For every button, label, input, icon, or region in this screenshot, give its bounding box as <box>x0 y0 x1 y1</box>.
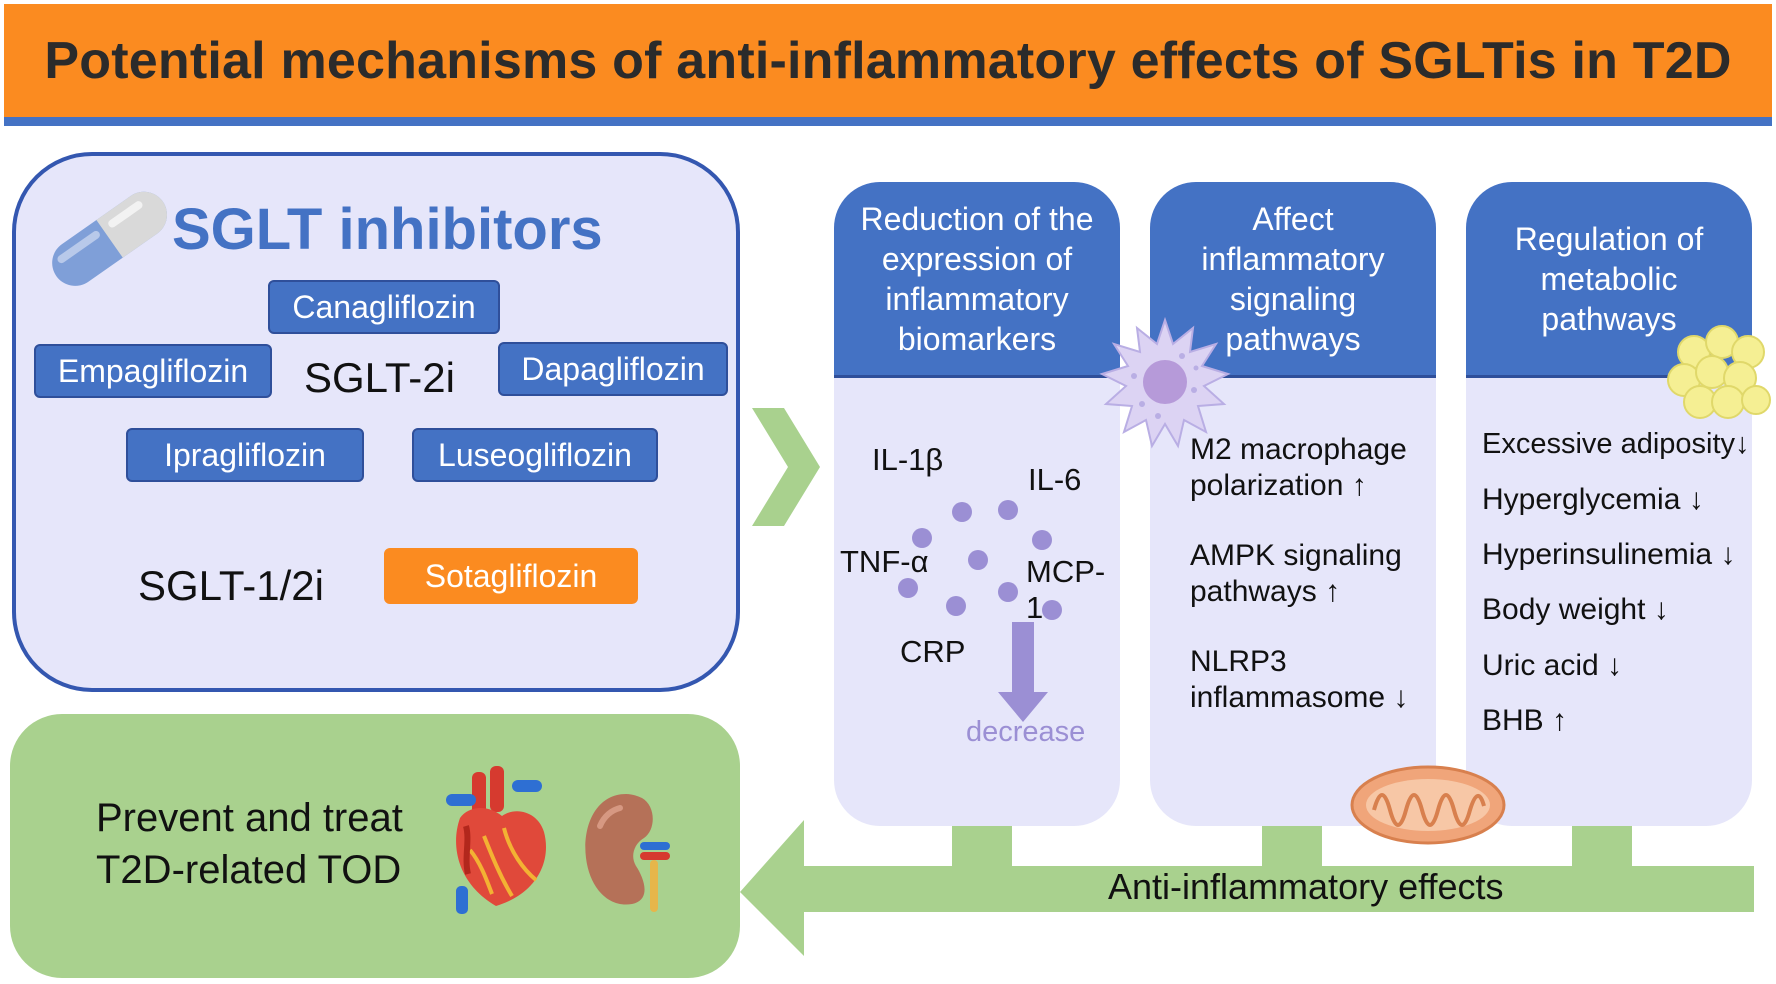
header-line: inflammatory <box>1201 240 1385 277</box>
macrophage-icon <box>1099 316 1231 449</box>
biomarker-molecules <box>898 500 1062 722</box>
metabolic-item: BHB ↑ <box>1482 703 1567 739</box>
down-arrow-icon: ↓ <box>1607 649 1623 682</box>
sglt2i-label: SGLT-2i <box>304 354 455 401</box>
header-line: expression of <box>881 240 1073 277</box>
anti-inflammatory-arrow <box>740 820 1754 956</box>
outcome-line-1: Prevent and treat <box>96 796 403 840</box>
signaling-item: AMPK signaling pathways ↑ <box>1190 538 1402 610</box>
item-line: inflammasome <box>1190 681 1386 714</box>
mechanism-column-signaling: Affect inflammatory signaling pathways M… <box>1150 182 1436 826</box>
item-label: Excessive adiposity <box>1482 428 1736 460</box>
biomarker-il1b: IL-1β <box>872 442 944 477</box>
biomarker-crp: CRP <box>900 634 966 669</box>
mechanism-column-metabolic: Regulation of metabolic pathways Excessi… <box>1466 182 1752 826</box>
up-arrow-icon: ↑ <box>1351 469 1367 502</box>
header-line: inflammatory <box>885 280 1069 317</box>
down-arrow-icon: ↓ <box>1735 428 1750 460</box>
header-line: pathways <box>1225 320 1361 357</box>
item-label: Hyperglycemia <box>1482 483 1681 516</box>
effects-label: Anti-inflammatory effects <box>1108 866 1504 907</box>
metabolic-item: Hyperglycemia ↓ <box>1482 482 1704 518</box>
item-label: Body weight <box>1482 593 1646 626</box>
luseogliflozin-badge: Luseogliflozin <box>412 428 658 482</box>
column-header: Reduction of the expression of inflammat… <box>834 182 1120 378</box>
item-line: NLRP3 <box>1190 645 1287 678</box>
outcome-panel: Prevent and treat T2D-related TOD <box>10 714 740 978</box>
metabolic-item: Body weight ↓ <box>1482 592 1669 628</box>
canagliflozin-badge: Canagliflozin <box>268 280 500 334</box>
kidney-icon <box>585 794 670 912</box>
column-header: Affect inflammatory signaling pathways <box>1150 182 1436 378</box>
capsule-icon <box>52 191 167 286</box>
title-banner: Potential mechanisms of anti-inflammator… <box>4 4 1772 126</box>
header-line: biomarkers <box>897 320 1057 357</box>
item-label: BHB <box>1482 704 1544 737</box>
metabolic-item: Uric acid ↓ <box>1482 648 1622 684</box>
sotagliflozin-badge: Sotagliflozin <box>384 548 638 604</box>
header-line: pathways <box>1541 300 1677 337</box>
decrease-label: decrease <box>966 716 1086 748</box>
ipragliflozin-badge: Ipragliflozin <box>126 428 364 482</box>
chevron-right-icon <box>752 408 820 526</box>
sglt-inhibitors-panel: SGLT inhibitors Canagliflozin Empagliflo… <box>12 152 740 692</box>
empagliflozin-badge: Empagliflozin <box>34 344 272 398</box>
item-line: M2 macrophage <box>1190 433 1407 466</box>
biomarker-tnfa: TNF-α <box>840 544 929 579</box>
outcome-text: Prevent and treat T2D-related TOD <box>96 792 403 896</box>
mitochondrion-icon <box>1350 765 1506 845</box>
metabolic-item: Hyperinsulinemia ↓ <box>1482 537 1735 573</box>
down-arrow-icon: ↓ <box>1393 681 1409 714</box>
mechanism-column-biomarkers: Reduction of the expression of inflammat… <box>834 182 1120 826</box>
down-arrow-icon: ↓ <box>1720 538 1736 571</box>
adipocyte-cluster-icon <box>1667 325 1771 419</box>
header-line: Regulation of <box>1514 220 1704 257</box>
item-label: Uric acid <box>1482 649 1599 682</box>
biomarker-il6: IL-6 <box>1028 462 1082 497</box>
item-label: Hyperinsulinemia <box>1482 538 1713 571</box>
sglt12i-label: SGLT-1/2i <box>138 562 324 609</box>
inhibitors-heading: SGLT inhibitors <box>172 197 603 262</box>
dapagliflozin-badge: Dapagliflozin <box>498 342 728 396</box>
signaling-item: NLRP3 inflammasome ↓ <box>1190 644 1408 716</box>
up-arrow-icon: ↑ <box>1552 704 1568 737</box>
diagram-title: Potential mechanisms of anti-inflammator… <box>44 31 1732 90</box>
header-line: metabolic <box>1540 260 1678 297</box>
header-line: Affect <box>1252 200 1334 237</box>
up-arrow-icon: ↑ <box>1325 575 1341 608</box>
header-line: Reduction of the <box>860 200 1094 237</box>
header-line: signaling <box>1229 280 1357 317</box>
item-line: pathways <box>1190 575 1317 608</box>
signaling-item: M2 macrophage polarization ↑ <box>1190 432 1407 504</box>
biomarker-mcp1: MCP-1 <box>1026 554 1106 625</box>
item-line: AMPK signaling <box>1190 539 1402 572</box>
down-arrow-icon: ↓ <box>1688 483 1704 516</box>
down-arrow-icon: ↓ <box>1653 593 1669 626</box>
heart-icon <box>446 766 546 914</box>
outcome-line-2: T2D-related TOD <box>96 848 402 892</box>
item-line: polarization <box>1190 469 1344 502</box>
metabolic-item: Excessive adiposity↓ <box>1482 426 1750 462</box>
